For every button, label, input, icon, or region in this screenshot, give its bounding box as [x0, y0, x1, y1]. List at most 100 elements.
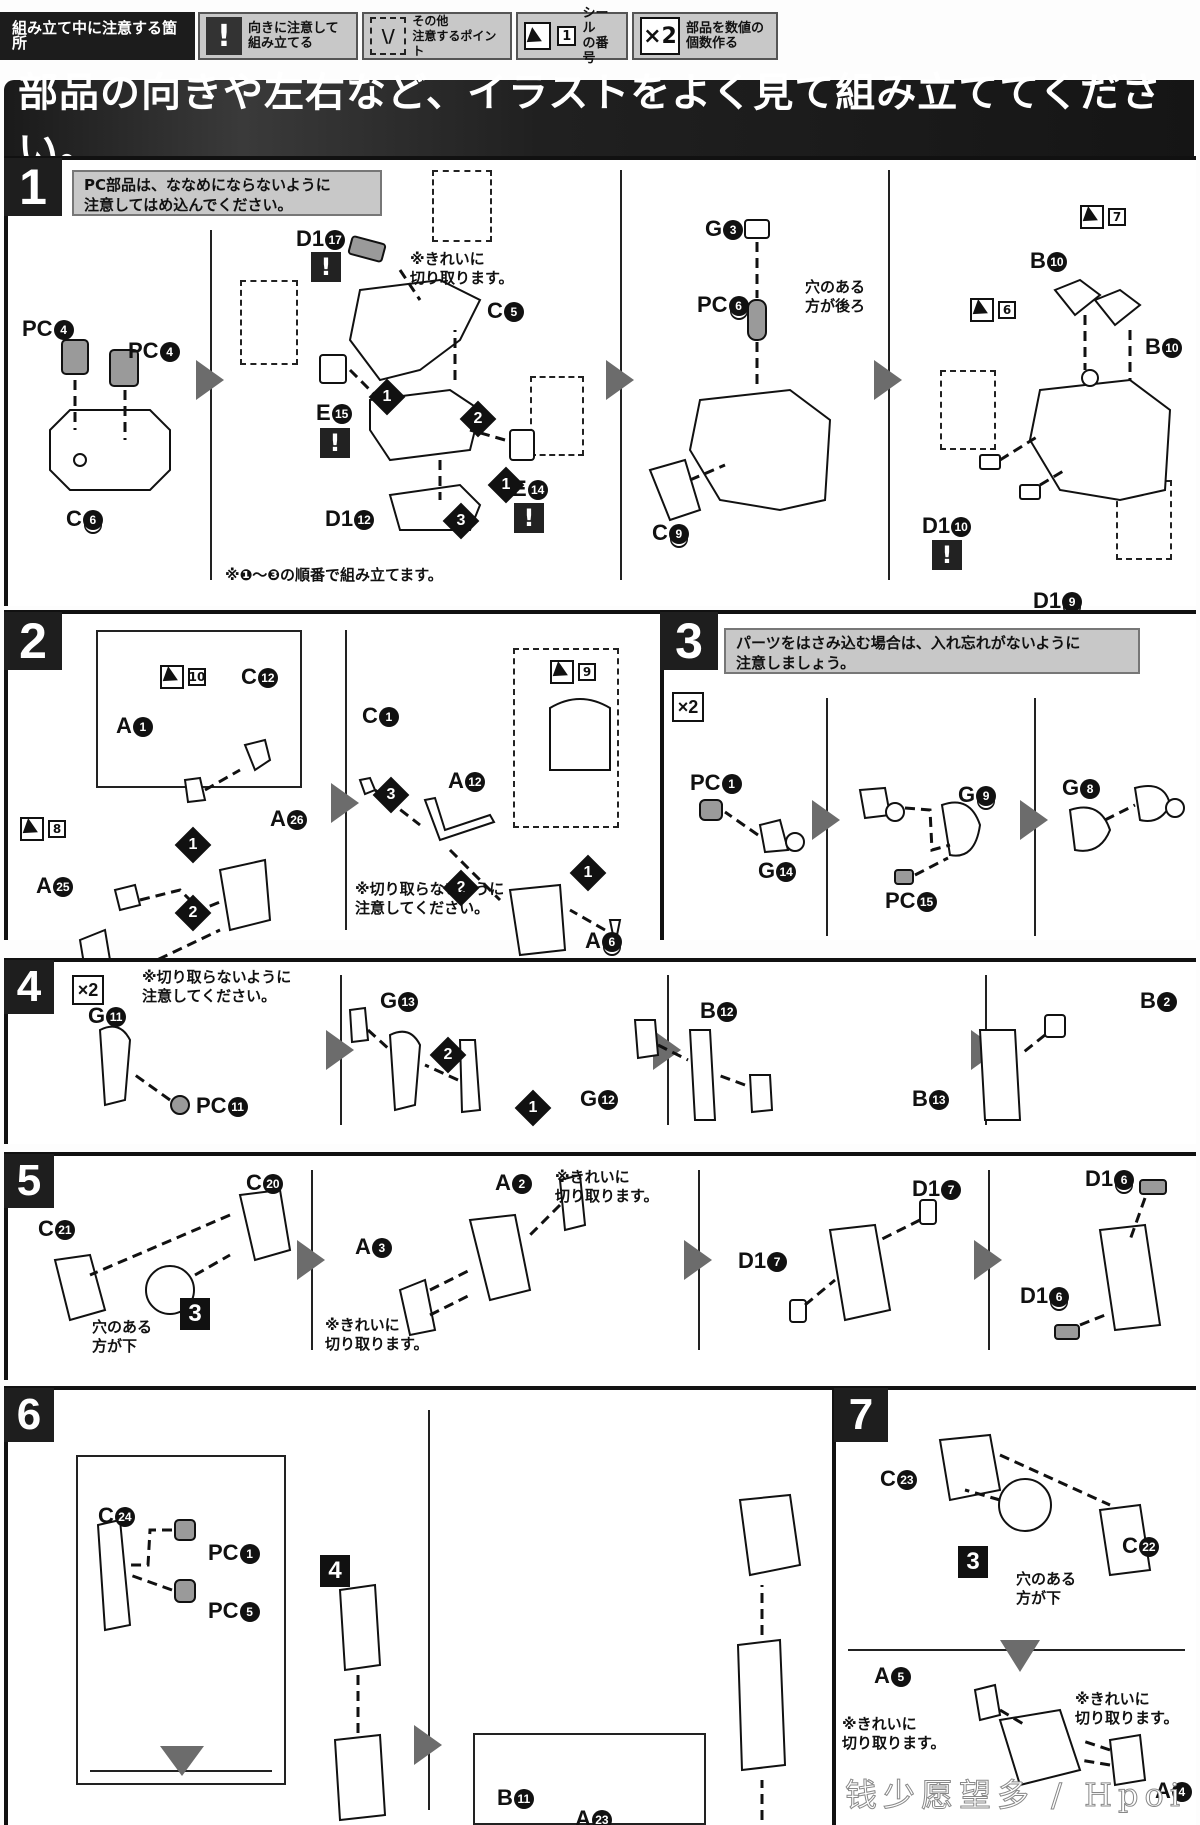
detail-box-e15 — [240, 280, 298, 365]
part-d17-a — [919, 1199, 937, 1225]
part-c6-illustration — [49, 339, 171, 491]
detail-box-e14 — [530, 376, 584, 456]
memo-assembly-order: ※❶〜❸の順番で組み立てます。 — [225, 566, 443, 584]
step-6-divider — [428, 1410, 430, 1810]
next-arrow-icon — [331, 783, 359, 823]
part-c20 — [238, 1188, 292, 1262]
next-arrow-icon — [1020, 800, 1048, 840]
part-shoulder-complete — [738, 1493, 802, 1577]
order-mark-2: 2 — [429, 1036, 467, 1074]
legend-title: 組み立て中に注意する箇所 — [0, 12, 195, 60]
memo-hole-down: 穴のある 方が下 — [1016, 1570, 1077, 1607]
part-d117 — [347, 235, 387, 263]
step-6-callout-right — [473, 1733, 706, 1825]
part-torso-complete — [1028, 378, 1172, 502]
legend-item-seal: 1 シール の番号 — [516, 6, 628, 66]
part-shoulder-assembly — [998, 1708, 1082, 1787]
order-mark-2: 2 — [459, 400, 497, 438]
quantity-x2-icon: ×2 — [72, 975, 104, 1005]
next-arrow-icon — [326, 1030, 354, 1070]
order-mark-3: 3 — [442, 502, 480, 540]
part-pc4-left — [61, 339, 89, 375]
part-shoulder-b — [828, 1223, 892, 1322]
step-7-badge: 7 — [834, 1388, 888, 1442]
order-mark-1: 1 — [174, 826, 212, 864]
part-a12 — [423, 796, 496, 842]
part-g3 — [744, 219, 770, 239]
quantity-x2-icon: ×2 — [672, 692, 704, 722]
memo-hole-back: 穴のある 方が後ろ — [805, 278, 866, 315]
part-shoulder-c — [1098, 1223, 1162, 1332]
step-4-badge: 4 — [4, 960, 54, 1014]
memo-clean-cut-left: ※きれいに 切り取ります。 — [842, 1715, 946, 1752]
part-joint-assembled — [1133, 785, 1172, 822]
part-joint-3 — [998, 1478, 1052, 1532]
part-a5 — [973, 1683, 1002, 1722]
step-5-badge: 5 — [4, 1154, 54, 1208]
part-g11 — [98, 1025, 132, 1107]
step-2-badge: 2 — [4, 612, 62, 670]
part-shoulder — [468, 1213, 532, 1302]
part-a4 — [1108, 1733, 1147, 1787]
part-g8 — [1068, 806, 1112, 852]
step-3-reference: 3 — [958, 1546, 988, 1578]
part-shoulder-illustration — [53, 1173, 1167, 1340]
next-arrow-icon — [196, 360, 224, 400]
next-arrow-icon — [974, 1240, 1002, 1280]
part-e14 — [509, 429, 535, 461]
legend-check-point-text: その他 注意するポイント — [412, 13, 497, 58]
seal-number: 10 — [188, 668, 206, 686]
part-d16-b — [1054, 1324, 1080, 1340]
part-head-detail — [549, 698, 611, 771]
part-c23 — [938, 1433, 1002, 1502]
detail-box-d117 — [432, 170, 492, 242]
part-a26 — [218, 858, 272, 932]
next-arrow-icon — [684, 1240, 712, 1280]
part-pc5 — [174, 1579, 196, 1603]
part-head — [508, 883, 567, 957]
legend-title-text: 組み立て中に注意する箇所 — [12, 19, 178, 52]
part-leg-joint-illustration — [98, 1006, 1066, 1121]
seal-tag-10: 10 — [160, 665, 206, 689]
part-leg-complete — [978, 1029, 1022, 1121]
part-leg-upper-complete — [736, 1638, 787, 1772]
order-mark-3: 3 — [372, 776, 410, 814]
down-arrow-icon — [160, 1746, 204, 1776]
seal-icon — [524, 22, 552, 50]
seal-icon — [1080, 205, 1104, 229]
seal-icon — [970, 298, 994, 322]
seal-tag-9: 9 — [550, 660, 596, 684]
next-arrow-icon — [874, 360, 902, 400]
part-c5 — [348, 278, 482, 382]
seal-tag-8: 8 — [20, 817, 66, 841]
legend-item-quantity: ×2 部品を数値の 個数作る — [632, 12, 778, 60]
part-d110 — [979, 454, 1001, 470]
part-a1-assembled — [113, 883, 142, 912]
part-a2 — [558, 1173, 587, 1232]
next-arrow-icon — [812, 800, 840, 840]
part-leg-upper-illustration — [96, 1493, 802, 1822]
part-a3 — [398, 1278, 437, 1337]
part-shoulder-joint-illustration — [848, 1433, 1185, 1787]
legend-item-check-point: \/ その他 注意するポイント — [362, 12, 512, 60]
part-c21 — [53, 1253, 107, 1322]
part-b10-left — [1053, 278, 1102, 317]
part-g12 — [458, 1039, 482, 1114]
seal-number: 8 — [48, 820, 66, 838]
